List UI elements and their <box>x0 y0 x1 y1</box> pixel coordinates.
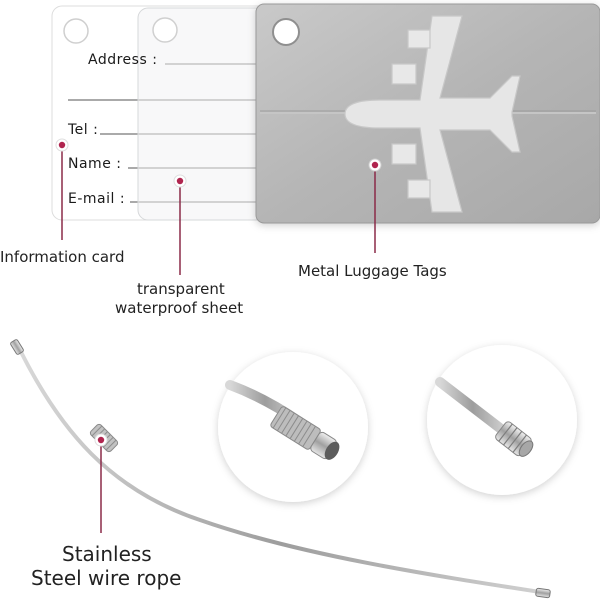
card-hole <box>63 18 89 44</box>
callout-pointers <box>61 147 376 533</box>
transparent-sheet-label-line2: waterproof sheet <box>115 299 244 317</box>
wire-end-detail-2 <box>427 345 577 495</box>
tel-label: Tel : <box>68 122 99 138</box>
information-card-label: Information card <box>0 248 125 266</box>
transparent-sheet <box>137 7 267 221</box>
callout-dot-icon <box>55 138 382 447</box>
airplane-icon <box>344 15 521 213</box>
name-label: Name : <box>68 156 122 172</box>
wire-rope-label-line2: Steel wire rope <box>31 566 182 590</box>
wire-rope-label-line1: Stainless <box>62 542 152 566</box>
email-label: E-mail : <box>68 191 126 207</box>
metal-tags-label: Metal Luggage Tags <box>298 262 447 280</box>
address-label: Address : <box>88 52 158 68</box>
transparent-sheet-label-line1: transparent <box>137 280 225 298</box>
wire-end-detail-1 <box>218 352 368 502</box>
